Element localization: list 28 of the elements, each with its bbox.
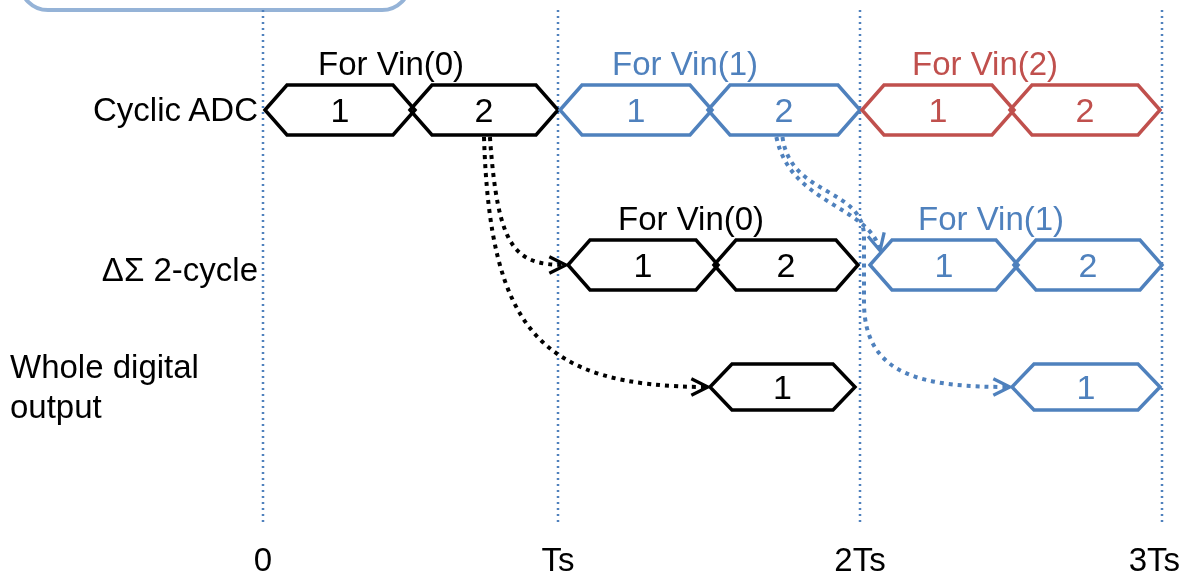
group-title: For Vin(2) [912, 44, 1059, 84]
data-hexagon: 1 [265, 85, 415, 135]
data-hexagon: 1 [710, 364, 855, 410]
data-hexagon: 2 [1010, 85, 1160, 135]
data-hexagon: 2 [410, 85, 558, 135]
data-hexagon: 2 [714, 240, 858, 290]
data-hexagon: 2 [708, 85, 860, 135]
data-hexagon: 1 [862, 85, 1014, 135]
time-tick-label: 0 [252, 540, 274, 579]
data-hexagon: 1 [870, 240, 1018, 290]
dotted-arrow [774, 136, 884, 253]
data-hexagon: 1 [560, 85, 712, 135]
group-title: For Vin(1) [918, 199, 1065, 239]
row-label: ΔΣ 2-cycle [100, 250, 258, 290]
data-hexagon: 1 [1012, 364, 1160, 410]
group-title: For Vin(1) [612, 44, 759, 84]
group-title: For Vin(0) [618, 199, 765, 239]
time-tick-label: 2Ts [833, 540, 887, 579]
dotted-arrow [482, 136, 710, 397]
data-hexagon: 2 [1014, 240, 1162, 290]
data-hexagon: 1 [568, 240, 718, 290]
row-label: Whole digital output [10, 347, 200, 427]
time-tick-label: Ts [540, 540, 576, 579]
row-label: Cyclic ADC [91, 90, 258, 130]
group-title: For Vin(0) [318, 44, 465, 84]
time-tick-label: 3Ts [1127, 540, 1180, 579]
dotted-arrow [487, 136, 568, 275]
dotted-arrow [780, 136, 1012, 397]
